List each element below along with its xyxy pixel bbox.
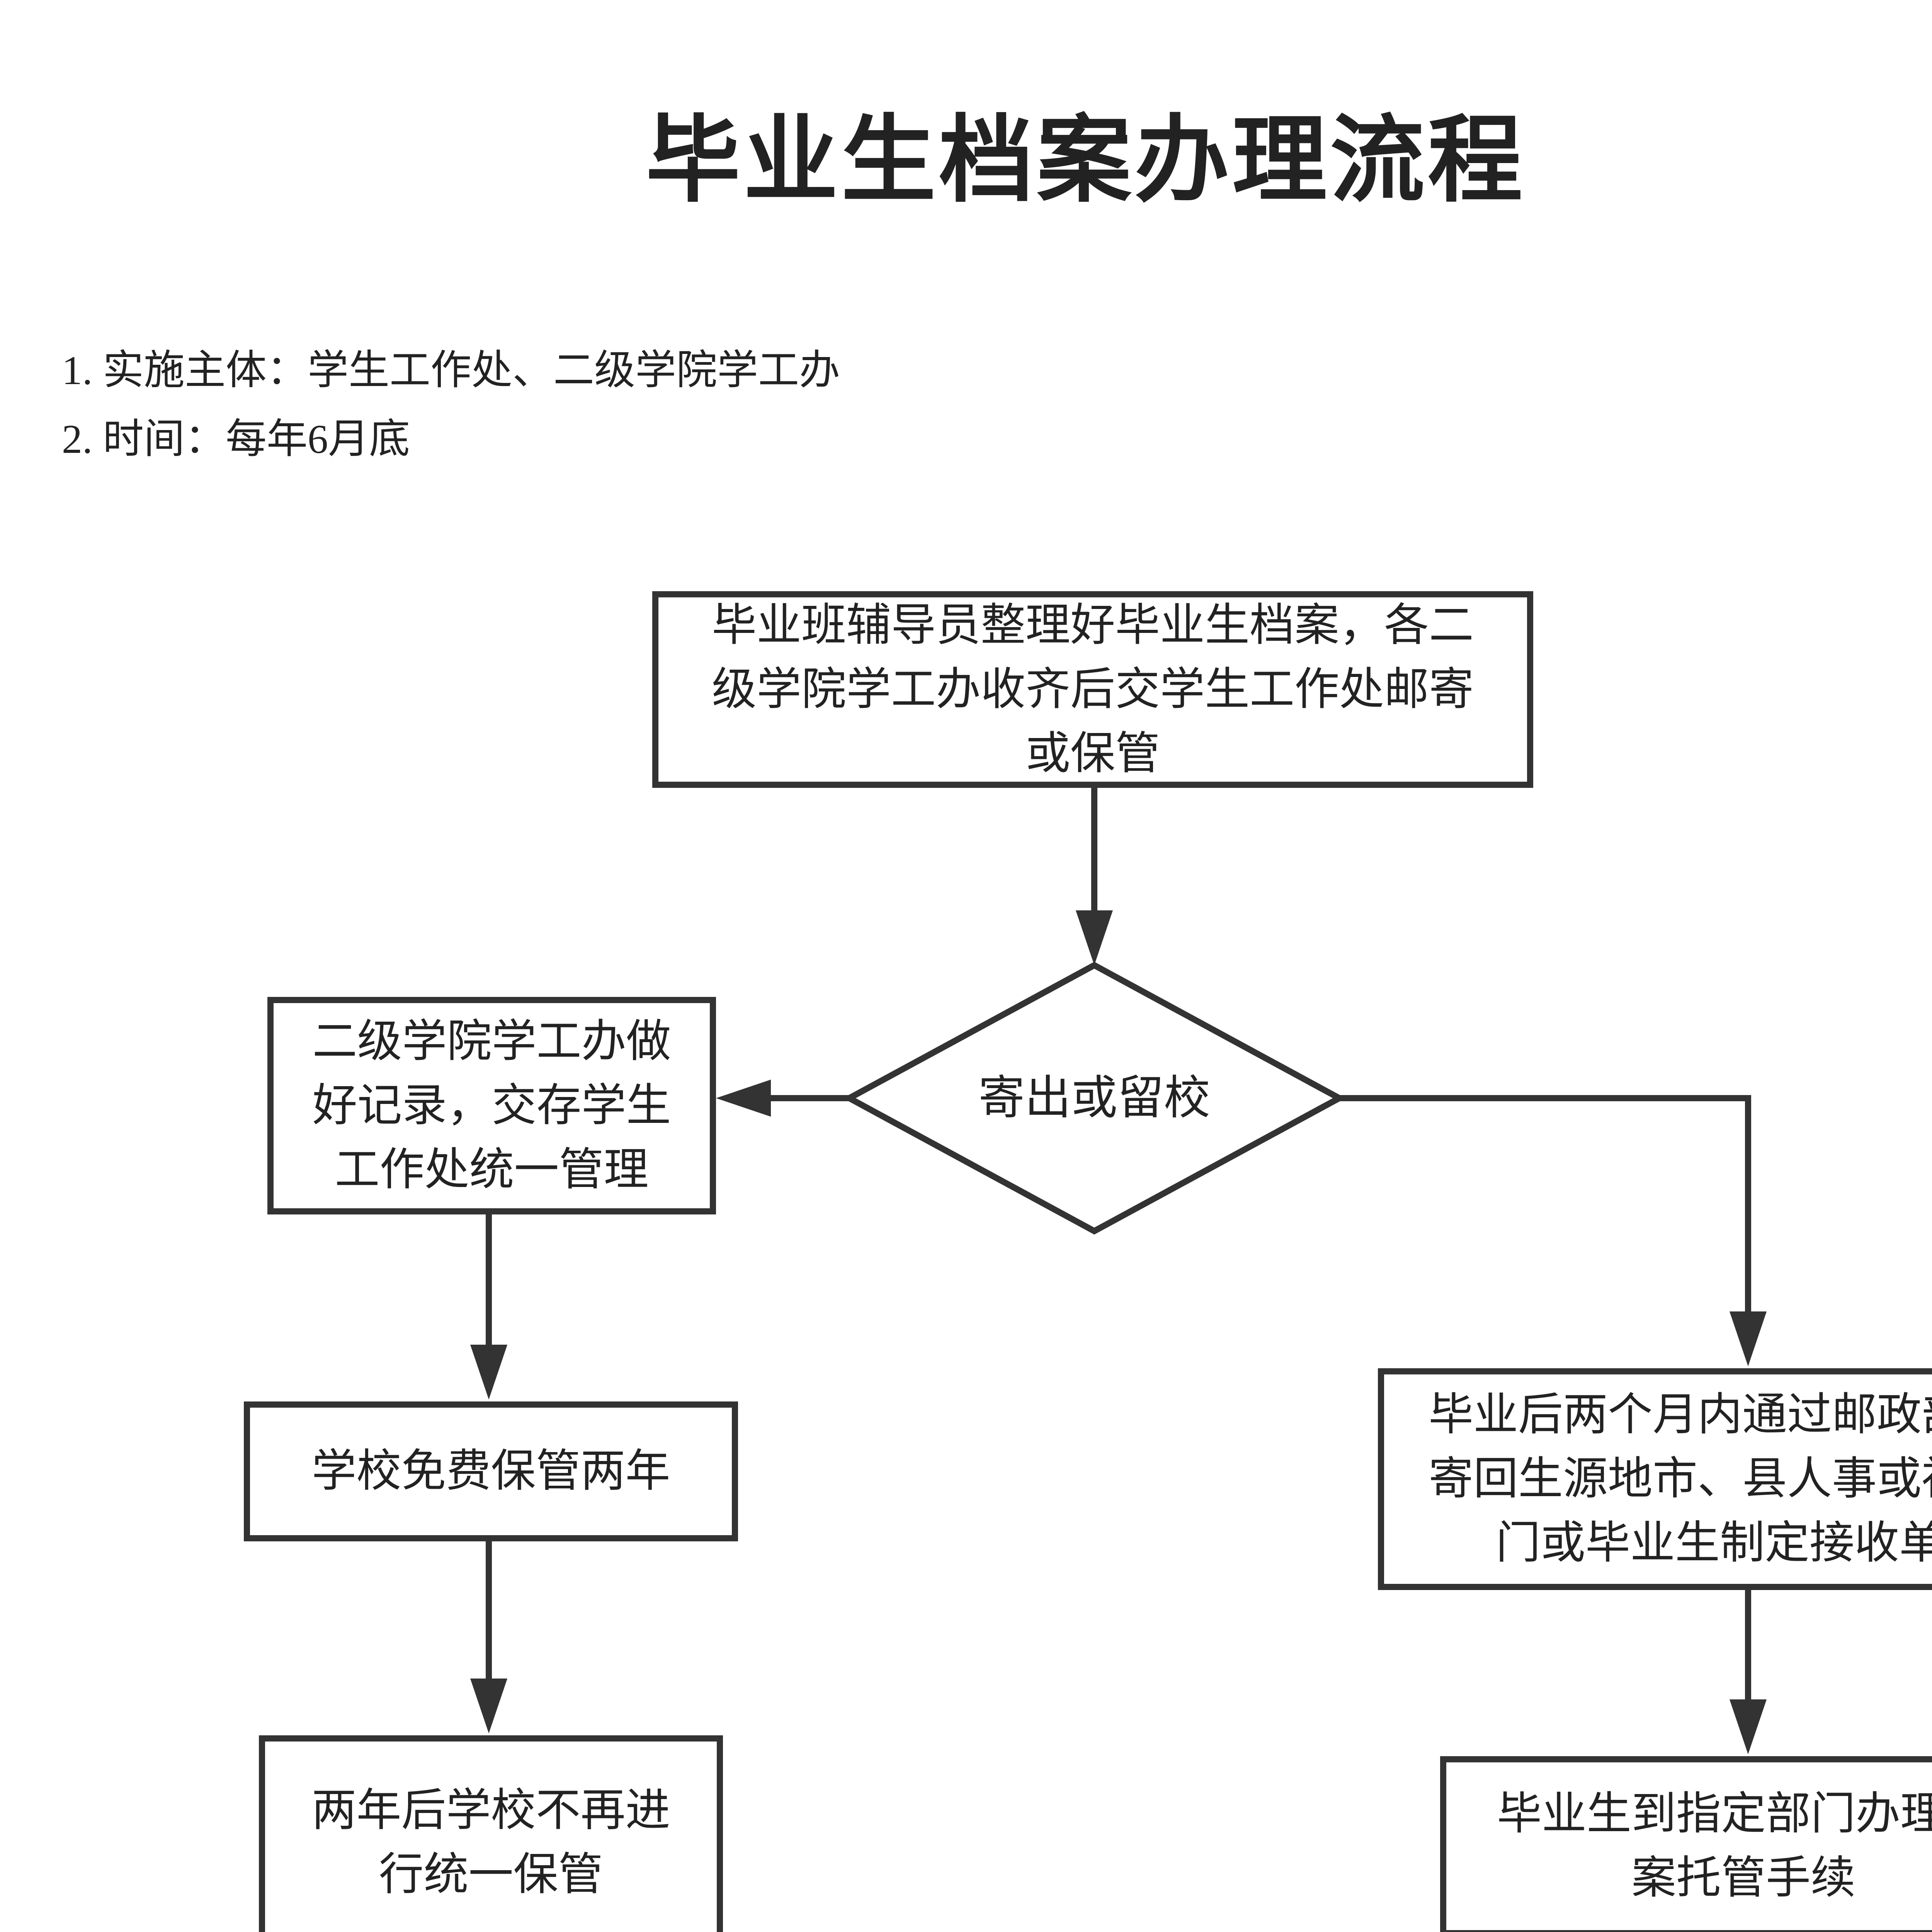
node-text-line: 学校免费保管两年 bbox=[311, 1447, 670, 1496]
notes: 1. 实施主体：学生工作处、二级学院学工办 2. 时间：每年6月底 bbox=[62, 336, 840, 474]
node-decision-diamond bbox=[843, 961, 1346, 1235]
node-keep-record-box: 二级学院学工办做 好记录，交存学生 工作处统一管理 bbox=[267, 997, 716, 1214]
node-text-line: 好记录，交存学生 bbox=[312, 1081, 671, 1131]
arrow-mail-out-to-custody bbox=[1730, 1590, 1767, 1754]
node-text-line: 工作处统一管理 bbox=[335, 1145, 649, 1195]
node-text-line: 案托管手续 bbox=[1631, 1854, 1855, 1903]
note-line-2: 2. 时间：每年6月底 bbox=[62, 417, 410, 462]
node-mail-out-box: 毕业后两个月内通过邮政部门邮 寄回生源地市、县人事或社保部 门或毕业生制定接收单… bbox=[1378, 1368, 1932, 1590]
arrow-start-to-decision bbox=[1076, 788, 1113, 965]
node-no-storage-box: 两年后学校不再进 行统一保管 bbox=[259, 1735, 723, 1932]
node-text-line: 或保管 bbox=[1026, 729, 1160, 779]
arrow-decision-to-keep-record bbox=[716, 1080, 849, 1117]
note-line-1: 1. 实施主体：学生工作处、二级学院学工办 bbox=[62, 348, 840, 393]
page-title: 毕业生档案办理流程 bbox=[646, 109, 1526, 213]
node-text-line: 二级学院学工办做 bbox=[312, 1017, 671, 1066]
node-decision-label: 寄出或留校 bbox=[978, 1072, 1210, 1124]
node-text-line: 毕业生到指定部门办理档 bbox=[1497, 1789, 1932, 1839]
node-custody-box: 毕业生到指定部门办理档 案托管手续 bbox=[1440, 1756, 1932, 1932]
node-text-line: 行统一保管 bbox=[379, 1850, 603, 1900]
arrow-keep-record-to-free-storage bbox=[470, 1214, 507, 1400]
node-text-line: 级学院学工办收齐后交学生工作处邮寄 bbox=[712, 665, 1474, 714]
node-text-line: 门或毕业生制定接收单位 bbox=[1496, 1519, 1932, 1568]
node-text-line: 两年后学校不再进 bbox=[311, 1786, 670, 1835]
connector-decision-to-mail-out bbox=[1339, 1095, 1767, 1366]
node-text-line: 毕业班辅导员整理好毕业生档案，各二 bbox=[712, 600, 1474, 650]
node-free-storage-box: 学校免费保管两年 bbox=[244, 1401, 738, 1541]
node-start-box: 毕业班辅导员整理好毕业生档案，各二 级学院学工办收齐后交学生工作处邮寄 或保管 bbox=[652, 591, 1533, 788]
node-text-line: 寄回生源地市、县人事或社保部 bbox=[1429, 1454, 1932, 1504]
node-text-line: 毕业后两个月内通过邮政部门邮 bbox=[1429, 1390, 1932, 1440]
arrow-free-storage-to-no-storage bbox=[470, 1541, 507, 1733]
